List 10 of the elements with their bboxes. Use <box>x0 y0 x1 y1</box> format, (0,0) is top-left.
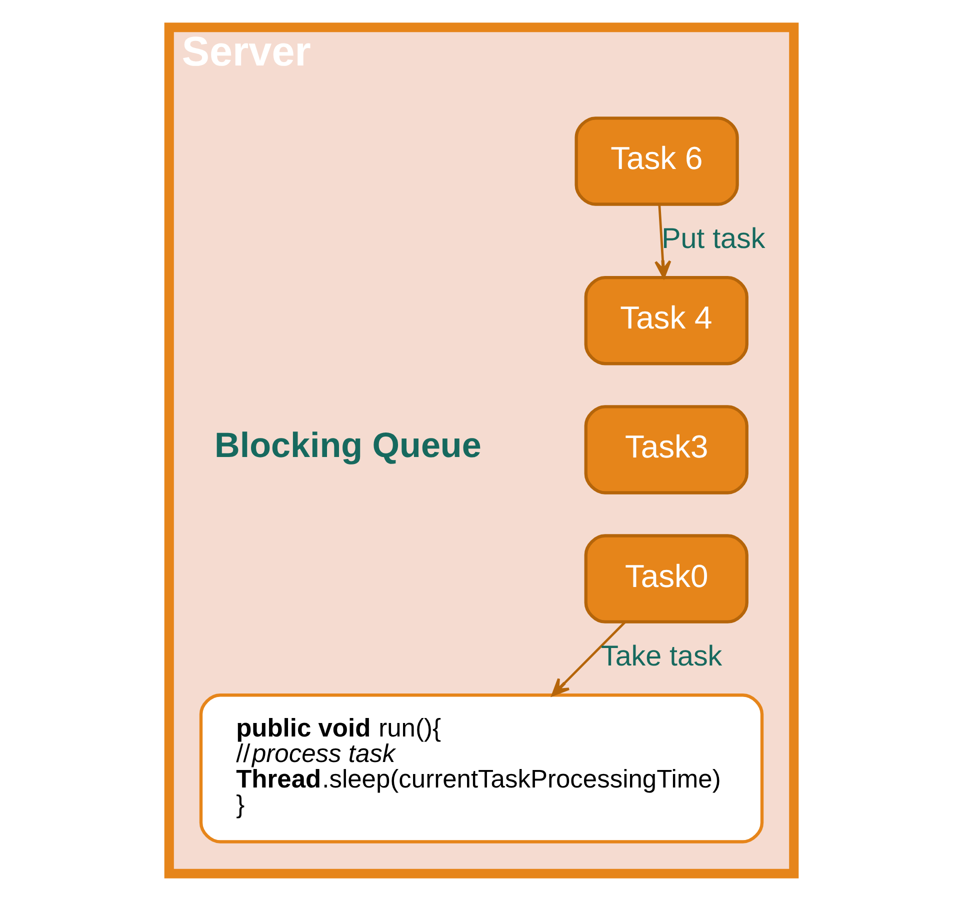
arrow <box>654 204 671 279</box>
node-box: public void run(){ //process task Thread.sleep(currentTaskProcessingTime) } <box>198 694 764 844</box>
label: Blocking Queue <box>214 426 481 466</box>
arrow <box>550 621 626 696</box>
edge-label: Take task <box>600 640 722 672</box>
node-box: Task3 <box>584 405 748 494</box>
edge-label: Put task <box>661 222 765 255</box>
node-box: Task 6 <box>574 116 738 206</box>
node-box: Task 4 <box>584 276 748 366</box>
node-box: Task0 <box>584 534 748 624</box>
